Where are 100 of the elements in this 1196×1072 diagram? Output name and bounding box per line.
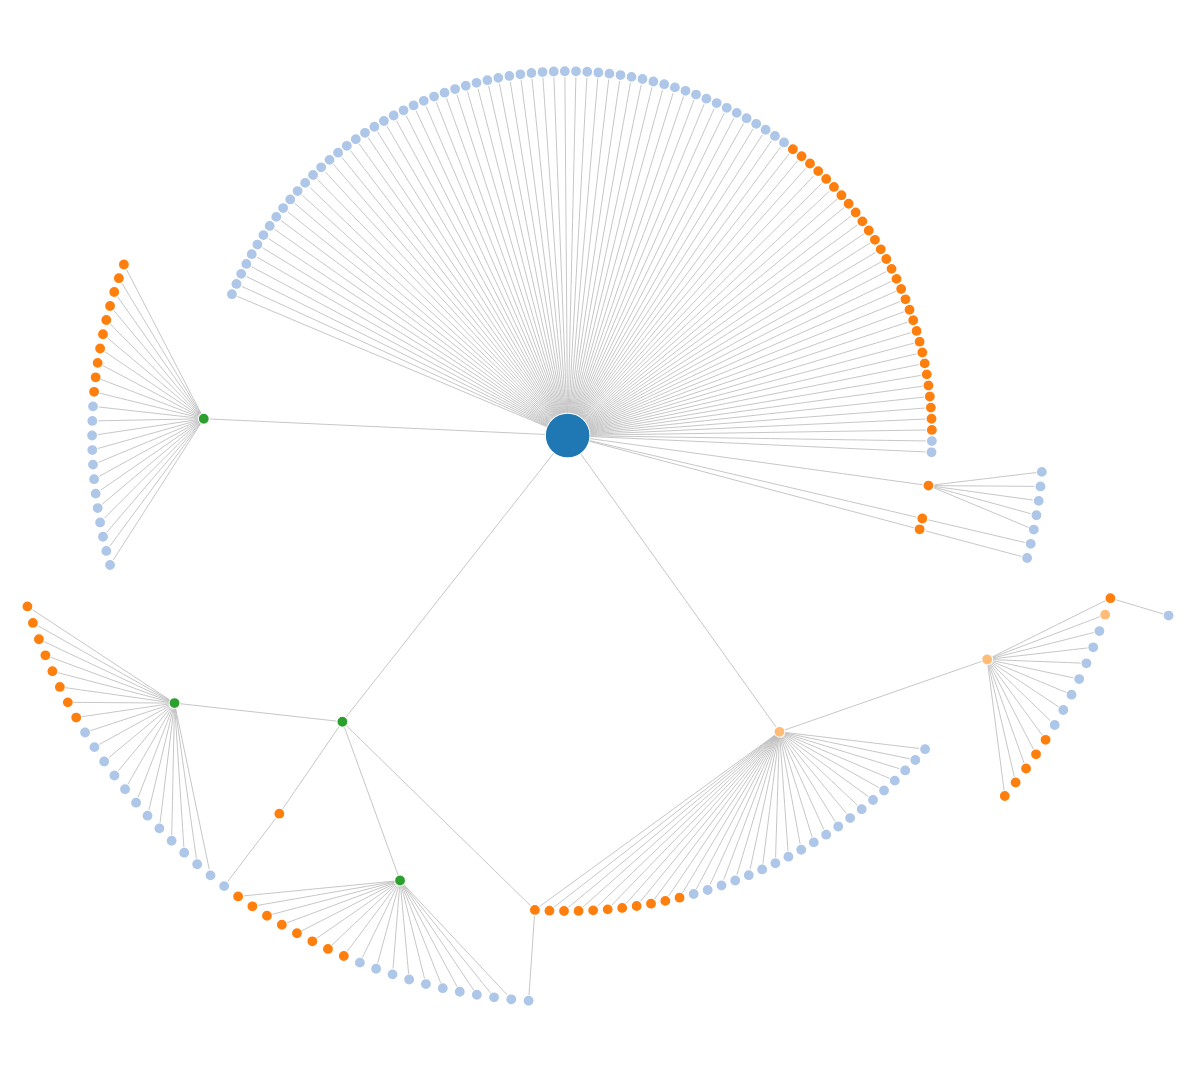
node-circle [522, 994, 535, 1008]
connector [780, 737, 813, 838]
connector [934, 472, 1037, 486]
node-circle [831, 820, 845, 833]
node-circle [710, 96, 723, 110]
node-circle [168, 696, 181, 710]
node-circle [112, 271, 126, 285]
connector [992, 660, 1074, 679]
node-circle [1104, 591, 1117, 605]
node-circle [657, 77, 671, 91]
connector [589, 396, 925, 434]
connector [81, 703, 170, 718]
connector [782, 736, 847, 814]
node-circle [547, 65, 560, 78]
connector [736, 737, 779, 876]
connector [784, 735, 869, 798]
node-circle [234, 267, 248, 281]
connector [361, 885, 398, 958]
node-circle [514, 67, 527, 81]
connector [933, 487, 1029, 528]
connector [682, 736, 777, 893]
connector [531, 78, 566, 414]
node-circle [1032, 494, 1045, 508]
node-circle [177, 846, 191, 859]
node-circle [1024, 537, 1038, 551]
node-circle [528, 903, 542, 917]
connector [553, 77, 568, 414]
connector [402, 885, 458, 988]
node-circle [436, 981, 450, 995]
connector [65, 687, 169, 703]
node-circle [700, 92, 713, 105]
connector [779, 737, 789, 852]
node-circle [768, 129, 782, 143]
connector [567, 76, 577, 414]
node-circle [1162, 609, 1175, 622]
connector [992, 659, 1082, 664]
connector [148, 708, 174, 811]
connector [990, 663, 1043, 736]
node-circle [925, 423, 939, 437]
node-circle [715, 879, 728, 892]
connector [571, 84, 642, 414]
node-circle [419, 977, 433, 991]
node-circle [86, 443, 99, 457]
connector [209, 418, 546, 435]
node-circle [141, 809, 154, 823]
connector [316, 883, 396, 939]
node-circle [856, 215, 869, 228]
node-circle [925, 412, 938, 426]
node-circle [96, 530, 110, 544]
node-circle [592, 66, 605, 79]
connector [32, 609, 171, 701]
connector [401, 885, 425, 979]
node-circle [1035, 465, 1049, 479]
connector [723, 736, 778, 880]
node-circle [625, 70, 638, 84]
connector [227, 818, 277, 882]
connector [301, 882, 395, 932]
node-circle [337, 949, 351, 963]
node-circle [759, 123, 772, 137]
node-circle [687, 887, 700, 901]
connector [403, 884, 508, 996]
node-circle [819, 828, 833, 841]
node-circle [88, 740, 101, 754]
connector [570, 80, 621, 414]
connector [402, 885, 475, 991]
node-circle [558, 64, 572, 78]
connector [781, 736, 825, 830]
node-circle [1034, 480, 1047, 493]
node-circle [306, 935, 319, 948]
node-circle [190, 857, 204, 871]
node-circle [855, 802, 869, 816]
node-circle [331, 146, 345, 160]
node-circle [586, 904, 600, 917]
node-circle [913, 335, 926, 348]
node-circle [61, 696, 75, 709]
node-circle [614, 68, 627, 82]
node-circle [1027, 523, 1041, 536]
node-circle [86, 458, 100, 471]
node-circle [795, 149, 808, 163]
node-circle [273, 807, 286, 821]
node-circle [636, 72, 649, 86]
connector [784, 732, 911, 760]
connector [98, 705, 170, 745]
node-circle [321, 942, 335, 956]
connector [50, 656, 170, 702]
node-circle [323, 153, 336, 167]
connector [992, 600, 1106, 658]
connector [709, 736, 778, 885]
node-circle [204, 869, 217, 882]
node-circle [849, 206, 862, 219]
connector [286, 882, 395, 924]
node-circle [910, 324, 923, 338]
node-circle [1020, 551, 1034, 565]
connector [589, 407, 926, 435]
node-circle [730, 106, 744, 120]
node-circle [922, 479, 935, 492]
node-circle [835, 188, 848, 202]
node-circle [903, 303, 916, 317]
connector [107, 337, 200, 416]
connector [108, 706, 171, 758]
